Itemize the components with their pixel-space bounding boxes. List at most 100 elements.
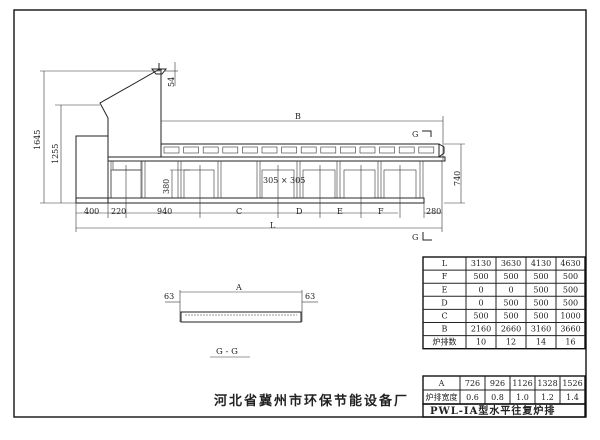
- table-cell: 12: [506, 338, 516, 347]
- dim-D: D: [296, 207, 302, 216]
- dimension-lines: [40, 62, 465, 232]
- dim-54: 54: [167, 77, 176, 87]
- ash-door: [183, 169, 215, 199]
- dim-400: 400: [84, 207, 99, 216]
- grate-top: [160, 143, 440, 158]
- section-mark-bottom: G: [412, 232, 432, 242]
- table-cell: 2160: [471, 325, 491, 334]
- hopper: [99, 69, 162, 203]
- table-cell: 0: [478, 285, 483, 294]
- table-cell: 500: [473, 312, 488, 321]
- table-cell: 10: [476, 338, 486, 347]
- table-cell: 1.4: [566, 393, 579, 402]
- grate-window: [183, 146, 199, 154]
- grate-window: [242, 146, 258, 154]
- section-mark-top: G: [412, 130, 432, 139]
- support-post: [377, 160, 382, 199]
- table-cell: 500: [473, 272, 488, 281]
- table-cell: 1126: [512, 379, 532, 388]
- dim-740: 740: [453, 171, 462, 186]
- support-post: [296, 160, 301, 199]
- grate-window: [398, 146, 415, 154]
- table-cell: 500: [533, 312, 548, 321]
- row-label: F: [442, 272, 448, 281]
- table-cell: 500: [503, 298, 518, 307]
- table-cell: 3630: [501, 259, 521, 268]
- section-dim-63-left: 63: [164, 292, 174, 301]
- dim-940: 940: [157, 207, 172, 216]
- grate-window: [281, 146, 297, 154]
- dim-L: L: [270, 221, 276, 230]
- support-post: [141, 160, 146, 199]
- support-post: [419, 160, 424, 199]
- table-cell: 0: [508, 285, 513, 294]
- support-post: [336, 160, 341, 199]
- dim-B: B: [295, 112, 301, 121]
- row-label: 炉排数: [433, 337, 457, 347]
- dim-280: 280: [426, 207, 441, 216]
- table-cell: 500: [563, 285, 578, 294]
- dim-F: F: [378, 207, 384, 216]
- dim-E: E: [337, 207, 343, 216]
- table-cell: 500: [503, 312, 518, 321]
- dim-380: 380: [162, 179, 171, 194]
- table-cell: 0.8: [491, 393, 504, 402]
- table-cell: 1.2: [541, 393, 554, 402]
- section-dim-63-right: 63: [305, 292, 315, 301]
- table-cell: 3160: [531, 325, 551, 334]
- table-cell: 3130: [471, 259, 491, 268]
- section-view: A 63 63 G - G: [164, 283, 318, 358]
- table-cell: 16: [565, 338, 575, 347]
- row-label: E: [442, 285, 448, 294]
- table-cell: 500: [533, 272, 548, 281]
- grate-window: [222, 146, 239, 154]
- row-label: 炉排宽度: [426, 392, 458, 402]
- dimension-labels: 1645 1255 54 B 740 380 305 × 305 400 220…: [33, 77, 462, 230]
- ash-door: [343, 169, 376, 199]
- dim-1645: 1645: [33, 130, 42, 150]
- side-elevation: [75, 63, 446, 204]
- grate-window: [379, 146, 395, 154]
- row-label: A: [438, 379, 445, 388]
- table-cell: 500: [533, 285, 548, 294]
- row-label: C: [441, 312, 447, 321]
- support-post: [256, 160, 261, 199]
- section-dim-A: A: [235, 283, 242, 292]
- left-block: [75, 135, 109, 204]
- table-cell: 500: [533, 298, 548, 307]
- table-cell: 500: [503, 272, 518, 281]
- table-cell: 4130: [531, 259, 551, 268]
- table-cell: 14: [536, 338, 546, 347]
- grate-window: [163, 146, 180, 154]
- ash-door: [302, 169, 336, 199]
- support-post: [177, 160, 182, 199]
- row-label: B: [442, 325, 448, 334]
- product-title: PWL-IA型水平往复炉排: [430, 404, 555, 417]
- table-cell: 1.0: [516, 393, 529, 402]
- dim-1255: 1255: [51, 144, 60, 164]
- opening-size: 305 × 305: [263, 176, 305, 185]
- section-label: G - G: [216, 347, 238, 357]
- grate-end: [438, 143, 445, 158]
- section-mark-label: G: [412, 233, 418, 242]
- table-cell: 1328: [537, 379, 557, 388]
- table-cell: 500: [563, 298, 578, 307]
- grate-window: [300, 146, 317, 154]
- table-cell: 726: [465, 379, 480, 388]
- table-cell: 0.6: [466, 393, 479, 402]
- table-cell: 1000: [560, 312, 580, 321]
- support-post: [217, 160, 222, 199]
- grate-window: [261, 146, 278, 154]
- drawing-frame: [13, 9, 587, 418]
- table-cell: 4630: [560, 259, 580, 268]
- hopper-top-fitting: [150, 63, 168, 75]
- dim-C: C: [236, 207, 242, 216]
- grate-window: [418, 146, 435, 154]
- table-cell: 3660: [560, 325, 580, 334]
- base: [75, 197, 425, 204]
- grate-window: [320, 146, 337, 154]
- grate-window: [340, 146, 356, 154]
